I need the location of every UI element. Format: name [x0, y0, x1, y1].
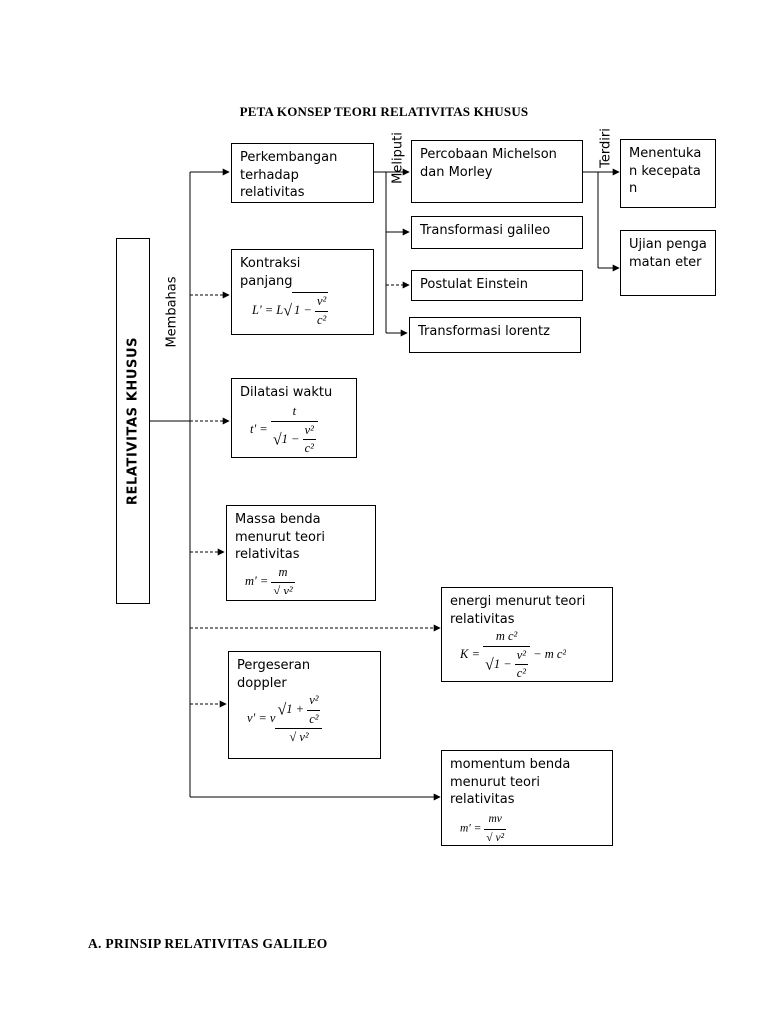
node-momentum: momentum benda menurut teori relativitas…	[441, 750, 613, 846]
page-title: PETA KONSEP TEORI RELATIVITAS KHUSUS	[239, 104, 529, 119]
node-perkembangan-text: Perkembangan terhadap relativitas	[240, 150, 338, 200]
node-kecepatan-text: Menentukan kecepatan	[629, 146, 702, 196]
node-michelson: Percobaan Michelson dan Morley	[411, 140, 583, 203]
node-momentum-text: momentum benda menurut teori relativitas	[450, 757, 571, 807]
membahas-label: Membahas	[164, 276, 180, 348]
node-energi-text: energi menurut teori relativitas	[450, 594, 586, 627]
meliputi-label: Meliputi	[390, 132, 406, 184]
section-heading: A. PRINSIP RELATIVITAS GALILEO	[88, 936, 328, 951]
node-perkembangan: Perkembangan terhadap relativitas	[231, 143, 374, 203]
node-kecepatan: Menentukan kecepatan	[620, 139, 716, 208]
node-lorentz: Transformasi lorentz	[409, 317, 581, 353]
terdiri-label: Terdiri	[598, 128, 614, 168]
main-topic-box	[116, 238, 150, 604]
node-galileo-text: Transformasi galileo	[420, 223, 551, 238]
node-ujian: Ujian pengamatan eter	[620, 230, 716, 296]
node-einstein-text: Postulat Einstein	[420, 277, 529, 292]
formula-momentum: m' = mv√ v²	[460, 811, 507, 841]
node-massa-text: Massa benda menurut teori relativitas	[235, 512, 325, 562]
node-ujian-text: Ujian pengamatan eter	[629, 237, 707, 270]
node-kontraksi-text: Kontraksi panjang	[240, 256, 301, 289]
formula-massa: m' = m√ v²	[245, 564, 295, 594]
node-lorentz-text: Transformasi lorentz	[418, 324, 550, 339]
main-topic-label: RELATIVITAS KHUSUS	[125, 336, 141, 506]
node-galileo: Transformasi galileo	[411, 216, 583, 249]
node-energi: energi menurut teori relativitas K = m c…	[441, 587, 613, 682]
node-dilatasi-text: Dilatasi waktu	[240, 385, 333, 400]
node-massa: Massa benda menurut teori relativitas m'…	[226, 505, 376, 601]
node-doppler-text: Pergeseran doppler	[237, 658, 311, 691]
node-einstein: Postulat Einstein	[411, 270, 583, 301]
node-michelson-text: Percobaan Michelson dan Morley	[420, 147, 557, 180]
